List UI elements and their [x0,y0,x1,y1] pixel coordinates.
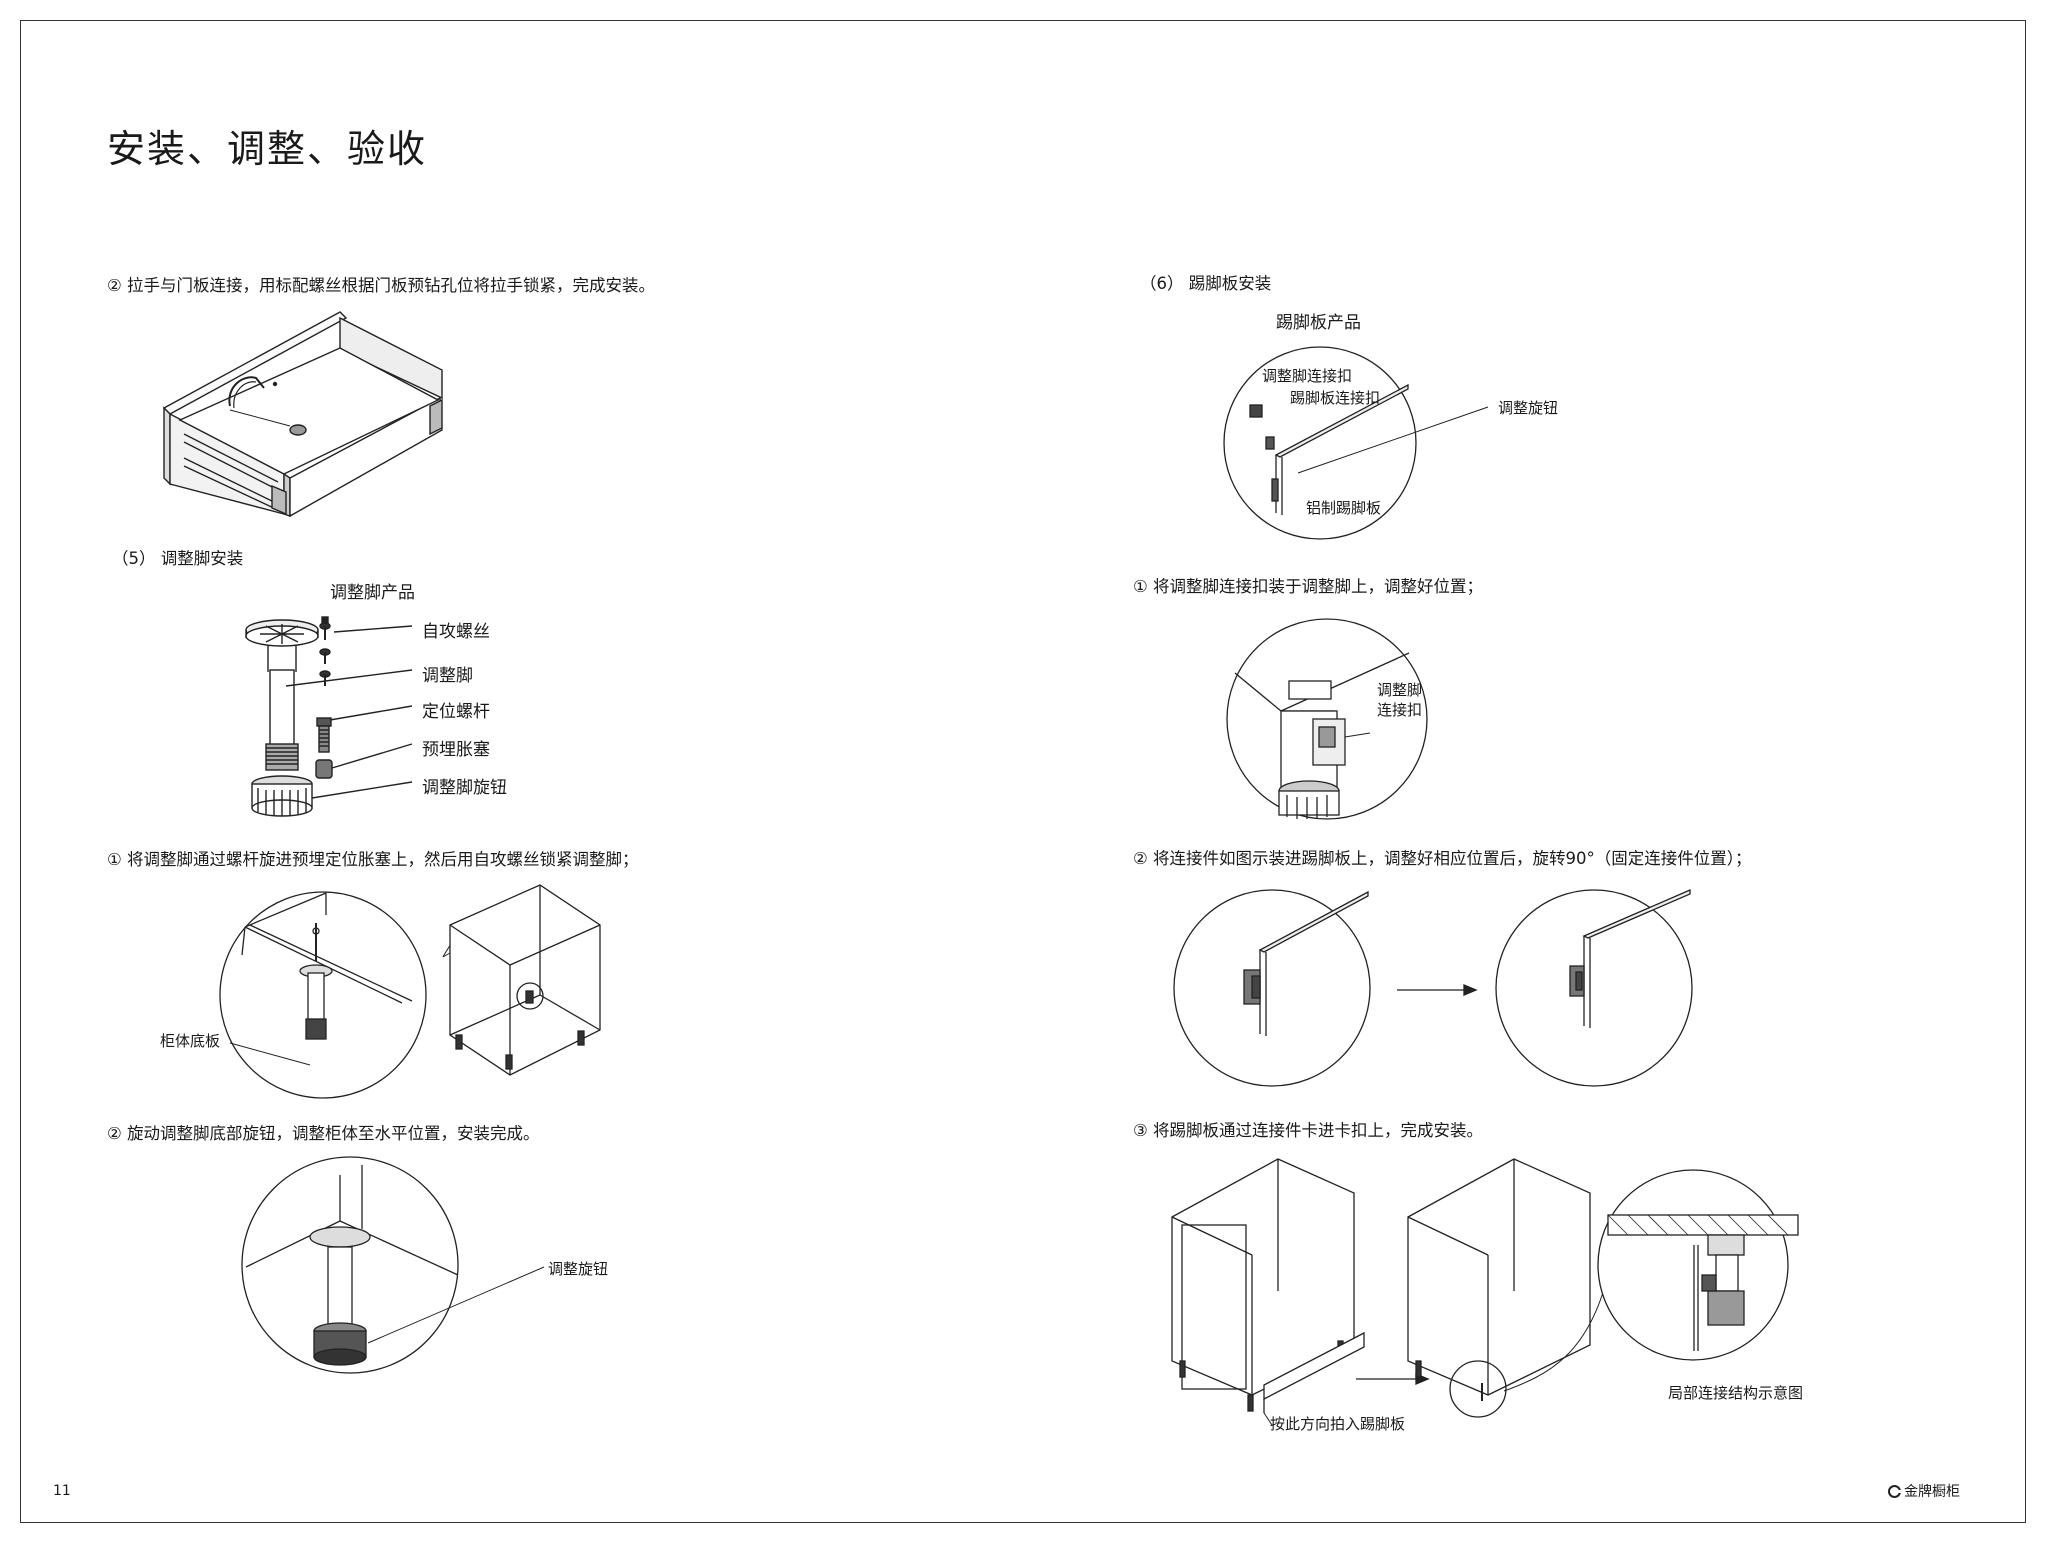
step2-right-text: ② 将连接件如图示装进踢脚板上，调整好相应位置后，旋转90°（固定连接件位置）； [1133,849,1752,868]
section6-title: （6） 踢脚板安装 [1140,274,1272,293]
part-label-anchor: 预埋胀塞 [422,740,490,760]
section6-product-title: 踢脚板产品 [1276,313,1361,333]
brand-name: 金牌橱柜 [1904,1484,1960,1500]
step1-right-text: ① 将调整脚连接扣装于调整脚上，调整好位置； [1133,577,1484,596]
kick-label-foot-clip: 调整脚连接扣 [1262,367,1353,385]
page-frame [20,20,2026,1523]
clip-label-line2: 连接扣 [1377,701,1423,719]
kick-label-knob: 调整旋钮 [1498,399,1559,417]
step2-left-text: ② 旋动调整脚底部旋钮，调整柜体至水平位置，安装完成。 [107,1124,540,1143]
g-circle-logo-icon [1888,1484,1901,1498]
cabinet-bottom-label: 柜体底板 [160,1032,221,1050]
clip-rotate-illustration [1172,888,1702,1093]
knob-adjust-illustration: 调整旋钮 [240,1155,640,1385]
kickboard-product-illustration: 调整脚连接扣 踢脚板连接扣 调整旋钮 铝制踢脚板 [1220,345,1580,545]
clip-label-line1: 调整脚 [1377,681,1423,699]
step1-left-text: ① 将调整脚通过螺杆旋进预埋定位胀塞上，然后用自攻螺丝锁紧调整脚； [107,850,639,869]
detail-label: 局部连接结构示意图 [1668,1384,1804,1402]
foot-install-illustration: 柜体底板 [150,884,620,1110]
drawer-illustration [160,308,450,523]
step-handle-text: ② 拉手与门板连接，用标配螺丝根据门板预钻孔位将拉手锁紧，完成安装。 [107,276,656,295]
kickboard-install-illustration: 按此方向拍入踢脚板 局部连接结构示意图 [1168,1155,1828,1440]
step3-right-text: ③ 将踢脚板通过连接件卡进卡扣上，完成安装。 [1133,1121,1484,1140]
part-label-screw: 自攻螺丝 [422,622,490,642]
part-label-foot: 调整脚 [422,666,473,686]
brand-logo: 金牌橱柜 [1888,1481,1960,1501]
adjust-foot-exploded: 自攻螺丝 调整脚 定位螺杆 预埋胀塞 调整脚旋钮 [230,612,650,822]
part-label-knob: 调整脚旋钮 [422,778,507,798]
direction-label: 按此方向拍入踢脚板 [1270,1415,1406,1433]
foot-clip-illustration: 调整脚 连接扣 [1225,615,1445,830]
page-title: 安装、调整、验收 [107,127,428,171]
knob-label: 调整旋钮 [548,1260,609,1278]
part-label-locating-rod: 定位螺杆 [422,702,490,722]
section5-title: （5） 调整脚安装 [112,549,244,568]
kick-label-board-clip: 踢脚板连接扣 [1290,389,1381,407]
kick-label-alu-board: 铝制踢脚板 [1306,499,1382,517]
page-number: 11 [53,1483,71,1499]
section5-product-title: 调整脚产品 [330,583,415,603]
